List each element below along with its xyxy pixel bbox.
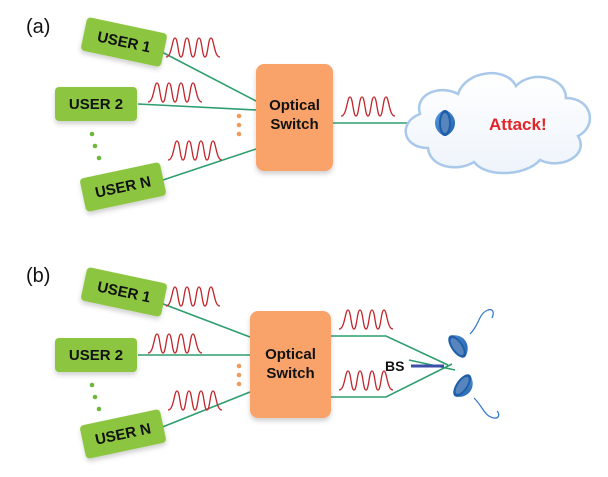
panel-b-pulses	[147, 286, 394, 411]
detector-lower-icon	[453, 374, 473, 397]
signal-pulse-user1-b	[165, 286, 221, 307]
fiber-user1-a	[157, 49, 257, 102]
beam-splitter-label: BS	[385, 358, 404, 374]
panel-a: (a) USER 1 USER 2 USER N	[26, 16, 592, 212]
eavesdropper-detector-icon	[434, 110, 456, 136]
switch-label-line2-b: Switch	[266, 365, 314, 382]
optical-switch-a: Optical Switch	[256, 64, 333, 171]
user-box-n-b: USER N	[80, 409, 166, 459]
fiber-user1-b	[157, 301, 251, 338]
user-box-n-a: USER N	[80, 162, 166, 212]
attack-cloud	[404, 72, 592, 175]
user-ellipsis-dots-b	[89, 382, 102, 412]
port-ellipsis-dots-a	[236, 113, 242, 137]
signal-pulse-usern-a	[167, 140, 223, 161]
user-ellipsis-dots-a	[89, 131, 102, 161]
fiber-usern-b	[159, 391, 251, 429]
switch-label-line2-a: Switch	[270, 116, 318, 133]
user-box-2-b: USER 2	[55, 338, 137, 372]
detector-upper-icon	[448, 335, 468, 358]
signal-pulse-out-a	[340, 96, 396, 117]
port-ellipsis-dots-b	[236, 363, 242, 387]
panel-b-fibers	[138, 301, 456, 429]
attack-label: Attack!	[489, 115, 547, 134]
user-box-1-b: USER 1	[81, 267, 167, 317]
fiber-user2-a	[137, 103, 257, 111]
signal-pulse-out-upper-b	[338, 309, 394, 330]
user-box-2-a: USER 2	[55, 87, 137, 121]
panel-b: (b) USER 1 USER 2 USE	[26, 265, 500, 459]
panel-a-label: (a)	[26, 16, 50, 38]
user-box-1-a: USER 1	[81, 17, 167, 67]
user-2-label-b: USER 2	[69, 347, 123, 364]
user-2-label-a: USER 2	[69, 96, 123, 113]
fiber-out-upper-b	[331, 335, 449, 366]
optical-switch-b: Optical Switch	[250, 311, 331, 418]
signal-pulse-user2-a	[147, 82, 203, 103]
panel-b-label: (b)	[26, 265, 50, 287]
signal-pulse-user2-b	[147, 333, 203, 354]
panel-a-pulses	[147, 37, 396, 161]
switch-label-line1-b: Optical	[265, 346, 316, 363]
detector-lower-cable	[473, 397, 500, 419]
detector-upper-cable	[469, 309, 494, 335]
signal-pulse-usern-b	[167, 390, 223, 411]
fiber-out-lower-b	[331, 363, 453, 398]
signal-pulse-out-lower-b	[338, 370, 394, 391]
signal-pulse-user1-a	[165, 37, 221, 58]
switch-label-line1-a: Optical	[269, 97, 320, 114]
fiber-usern-a	[159, 148, 257, 182]
